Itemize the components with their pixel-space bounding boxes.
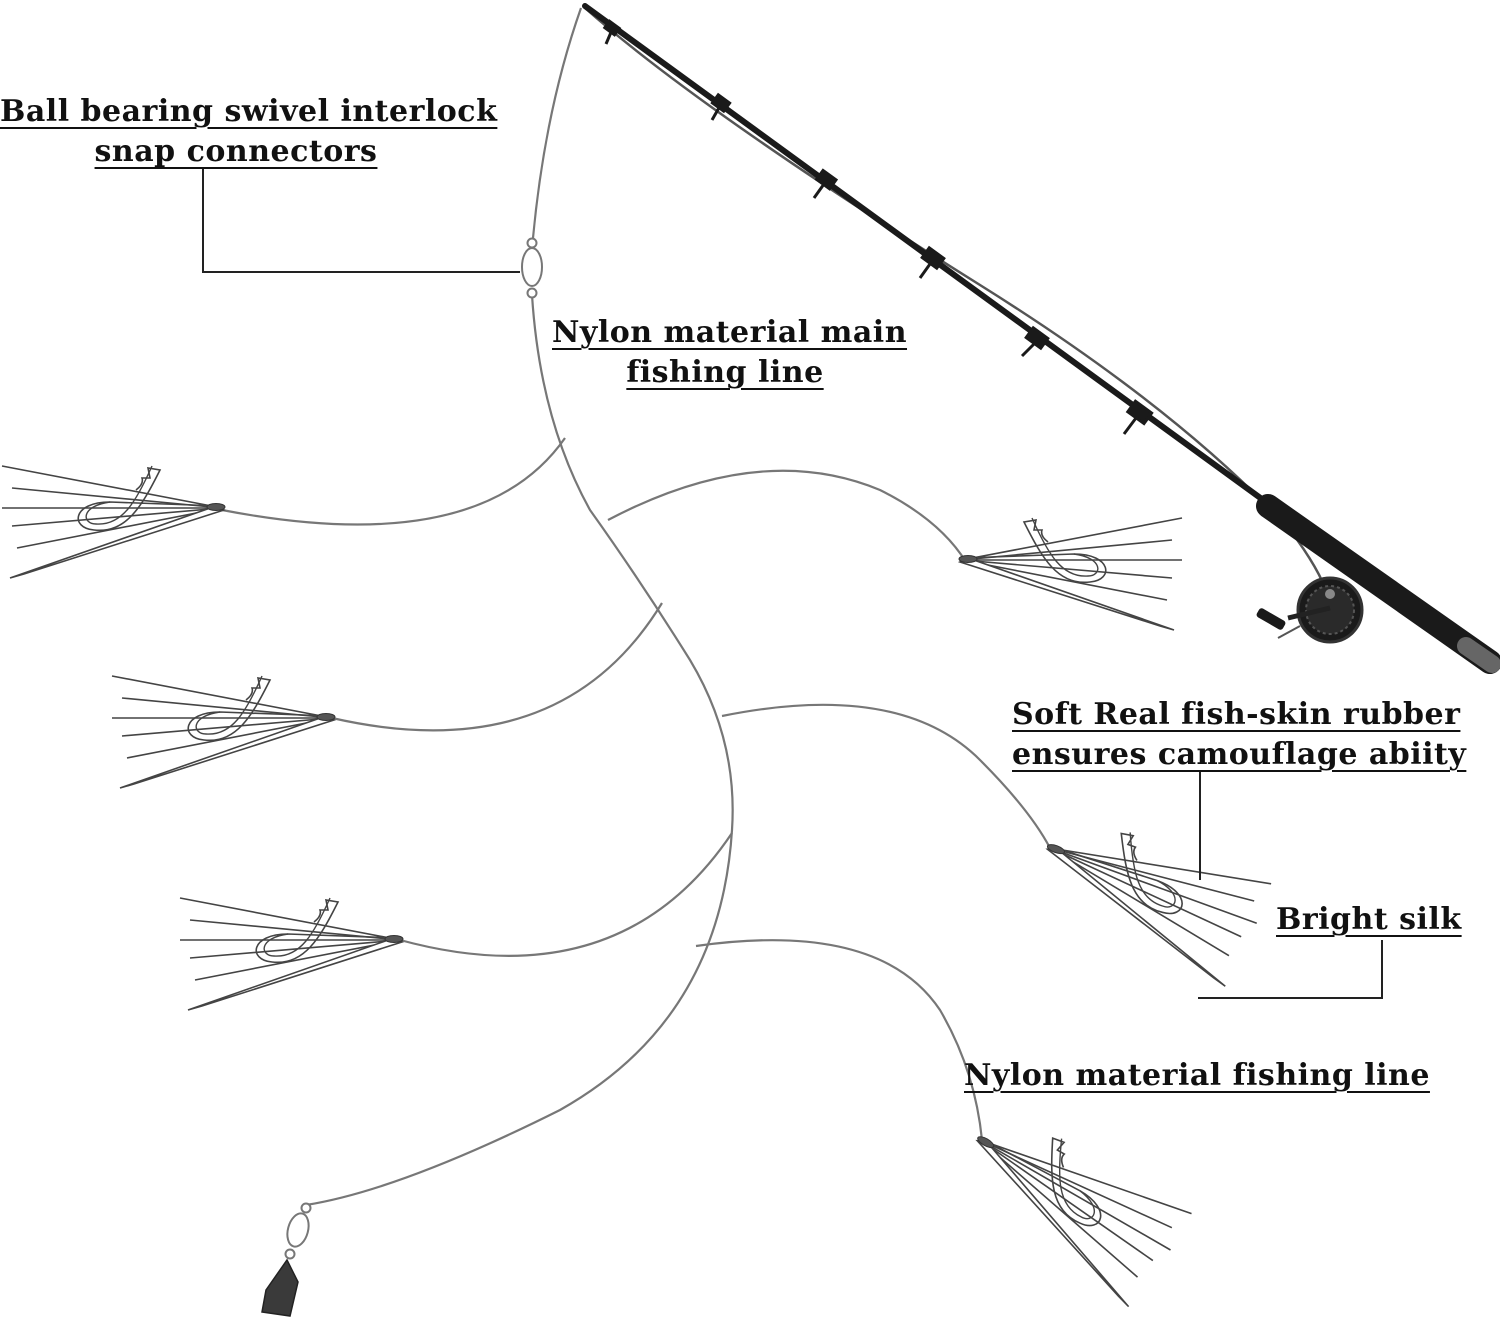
label-silk: Bright silk [1276,902,1462,937]
bottom-swivel [284,1202,312,1260]
label-branch-line: Nylon material fishing line [964,1058,1430,1093]
top-swivel [521,237,543,299]
main-fishing-line [305,7,734,1207]
label-main-line-line2: fishing line [626,355,824,390]
lure-right-3 [941,1101,1193,1312]
label-fish-skin-line2: ensures camouflage abiity [1012,737,1467,772]
lure-right-2 [1022,806,1272,990]
label-swivel-line1: Ball bearing swivel interlock [0,94,498,129]
fishing-reel [1256,576,1364,644]
label-fish-skin: Soft Real fish-skin rubber ensures camou… [1012,695,1467,775]
lure-left-3 [179,897,404,1011]
lure-left-2 [111,675,336,789]
lure-left-1 [1,465,226,579]
label-main-line-line1: Nylon material main [552,315,908,350]
branch-lines [221,437,1051,1141]
sinker [261,1258,299,1317]
label-main-line: Nylon material main fishing line [552,313,908,393]
label-fish-skin-line1: Soft Real fish-skin rubber [1012,697,1461,732]
fishing-rod [582,3,1500,674]
lure-right-1 [958,517,1183,631]
label-swivel-line2: snap connectors [94,134,378,169]
label-swivel: Ball bearing swivel interlock snap conne… [0,92,498,172]
label-leaders [202,168,1383,999]
